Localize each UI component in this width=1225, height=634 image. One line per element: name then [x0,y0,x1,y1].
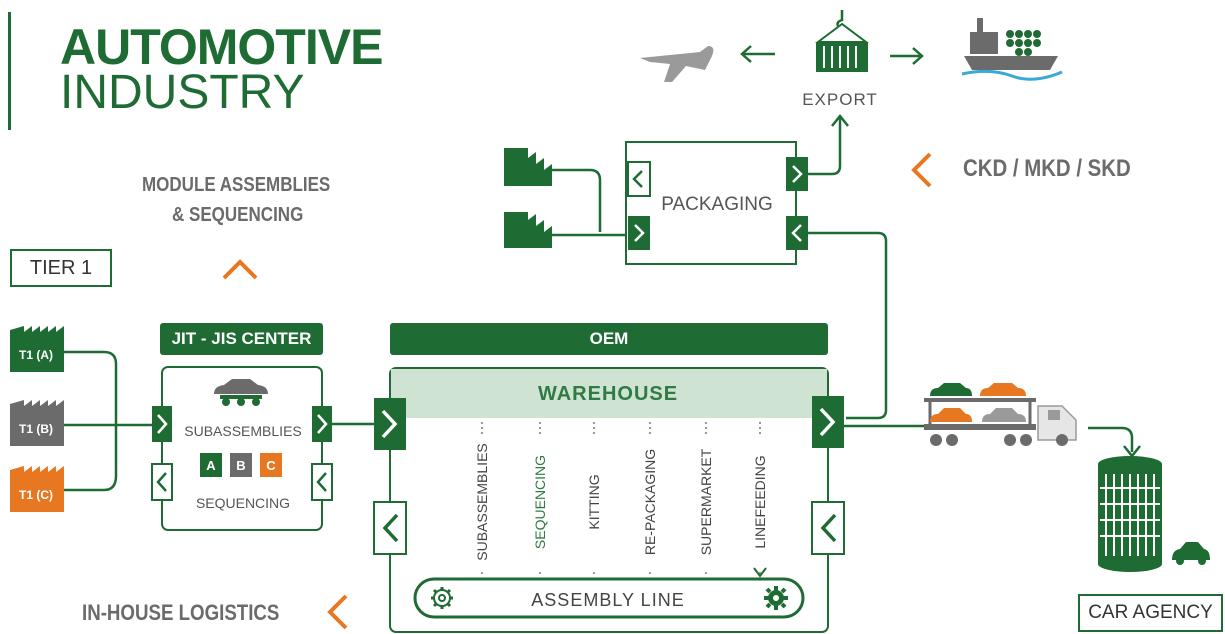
packaging-export-connector [806,113,849,176]
assembly-line-label: ASSEMBLY LINE [531,590,684,610]
jit-out-left-chevron [311,463,333,501]
inhouse-logistics-label: IN-HOUSE LOGISTICS [82,600,280,625]
car-carrier-truck-icon [924,383,1077,446]
process-label: RE-PACKAGING [642,449,658,555]
module-chevron-icon [222,259,258,280]
packaging-factory-top [504,148,552,186]
packaging-return-chevron [786,216,808,250]
jit-in-left-chevron [151,463,173,501]
arrow-left-icon [740,45,775,63]
supplier-factory-2: T1 (B) [10,400,64,446]
sequence-badge-c: C [260,453,282,477]
building-icon [1098,456,1162,572]
process-label: SUPERMARKET [698,448,714,555]
truck-agency-connector [1088,426,1141,459]
container-crane-icon [815,10,869,72]
packaging-feed-lines [552,168,628,237]
agency-car-icon [1172,542,1210,565]
sequencing-badges: A B C [200,453,282,477]
inhouse-chevron-icon [327,594,348,630]
tier1-label: TIER 1 [10,249,112,287]
packaging-factory-bottom [504,212,552,248]
ckd-label: CKD / MKD / SKD [963,155,1131,182]
supplier-lines [64,350,152,492]
jit-sequencing-label: SEQUENCING [196,495,290,511]
oem-box [389,367,829,633]
export-label: EXPORT [802,90,878,109]
oem-out-left-chevron [811,501,845,555]
process-subassemblies: SUBASSEMBLIES [472,422,492,574]
process-label: KITTING [586,474,602,529]
sequence-badge-a: A [200,453,222,477]
supplier-factory-3: T1 (C) [10,466,64,512]
sequence-badge-b: B [230,453,252,477]
supplier-label: T1 (B) [19,422,53,436]
assembly-line-bar [413,577,805,619]
page-title: AUTOMOTIVE [60,19,383,75]
packaging-in-right-chevron [628,216,650,250]
jit-subassemblies-label: SUBASSEMBLIES [184,423,302,439]
oem-process-list: SUBASSEMBLIES SEQUENCING KITTING RE-PACKAGI… [472,422,770,578]
jit-car-icon [214,379,268,406]
jit-box [161,366,323,531]
module-label-line2: & SEQUENCING [172,204,304,226]
oem-header: OEM [390,323,828,355]
badge-letter: C [266,458,276,473]
supplier-factory-1: T1 (A) [10,326,64,372]
supplier-label: T1 (A) [19,348,53,362]
linefeeding-arrow-icon [753,567,767,578]
process-supermarket: SUPERMARKET [696,422,716,574]
arrow-right-icon [890,47,924,65]
packaging-in-left-chevron [627,161,651,197]
process-re-packaging: RE-PACKAGING [640,422,660,574]
process-label: SEQUENCING [532,455,548,549]
jit-out-right-chevron [312,406,332,442]
jit-header: JIT - JIS CENTER [160,323,323,355]
warehouse-label: WAREHOUSE [538,383,678,405]
process-label: SUBASSEMBLIES [474,443,490,561]
module-label-line1: MODULE ASSEMBLIES [142,174,331,196]
cargo-ship-icon [961,18,1063,81]
jit-in-right-chevron [152,406,172,442]
process-linefeeding: LINEFEEDING [750,422,770,574]
packaging-out-right-chevron [786,157,808,191]
ckd-chevron-icon [911,152,932,188]
car-agency-label: CAR AGENCY [1078,594,1223,632]
packaging-label: PACKAGING [661,194,773,215]
warehouse-band [391,369,827,418]
process-kitting: KITTING [584,422,604,574]
process-sequencing: SEQUENCING [530,422,550,574]
badge-letter: B [236,458,245,473]
supplier-label: T1 (C) [19,488,53,502]
oem-in-right-chevron [374,398,406,450]
warehouse-packaging-line [808,231,888,420]
packaging-box [625,141,797,265]
badge-letter: A [206,458,216,473]
process-label: LINEFEEDING [752,455,768,548]
gear-outline-icon [431,587,453,609]
oem-in-left-chevron [373,501,407,555]
airplane-icon [640,46,714,82]
gear-solid-icon [764,586,788,610]
title-divider [8,12,11,130]
page-subtitle: INDUSTRY [60,66,305,119]
supplier-group: T1 (A) T1 (B) T1 (C) [10,326,64,512]
oem-out-right-chevron [812,396,844,448]
